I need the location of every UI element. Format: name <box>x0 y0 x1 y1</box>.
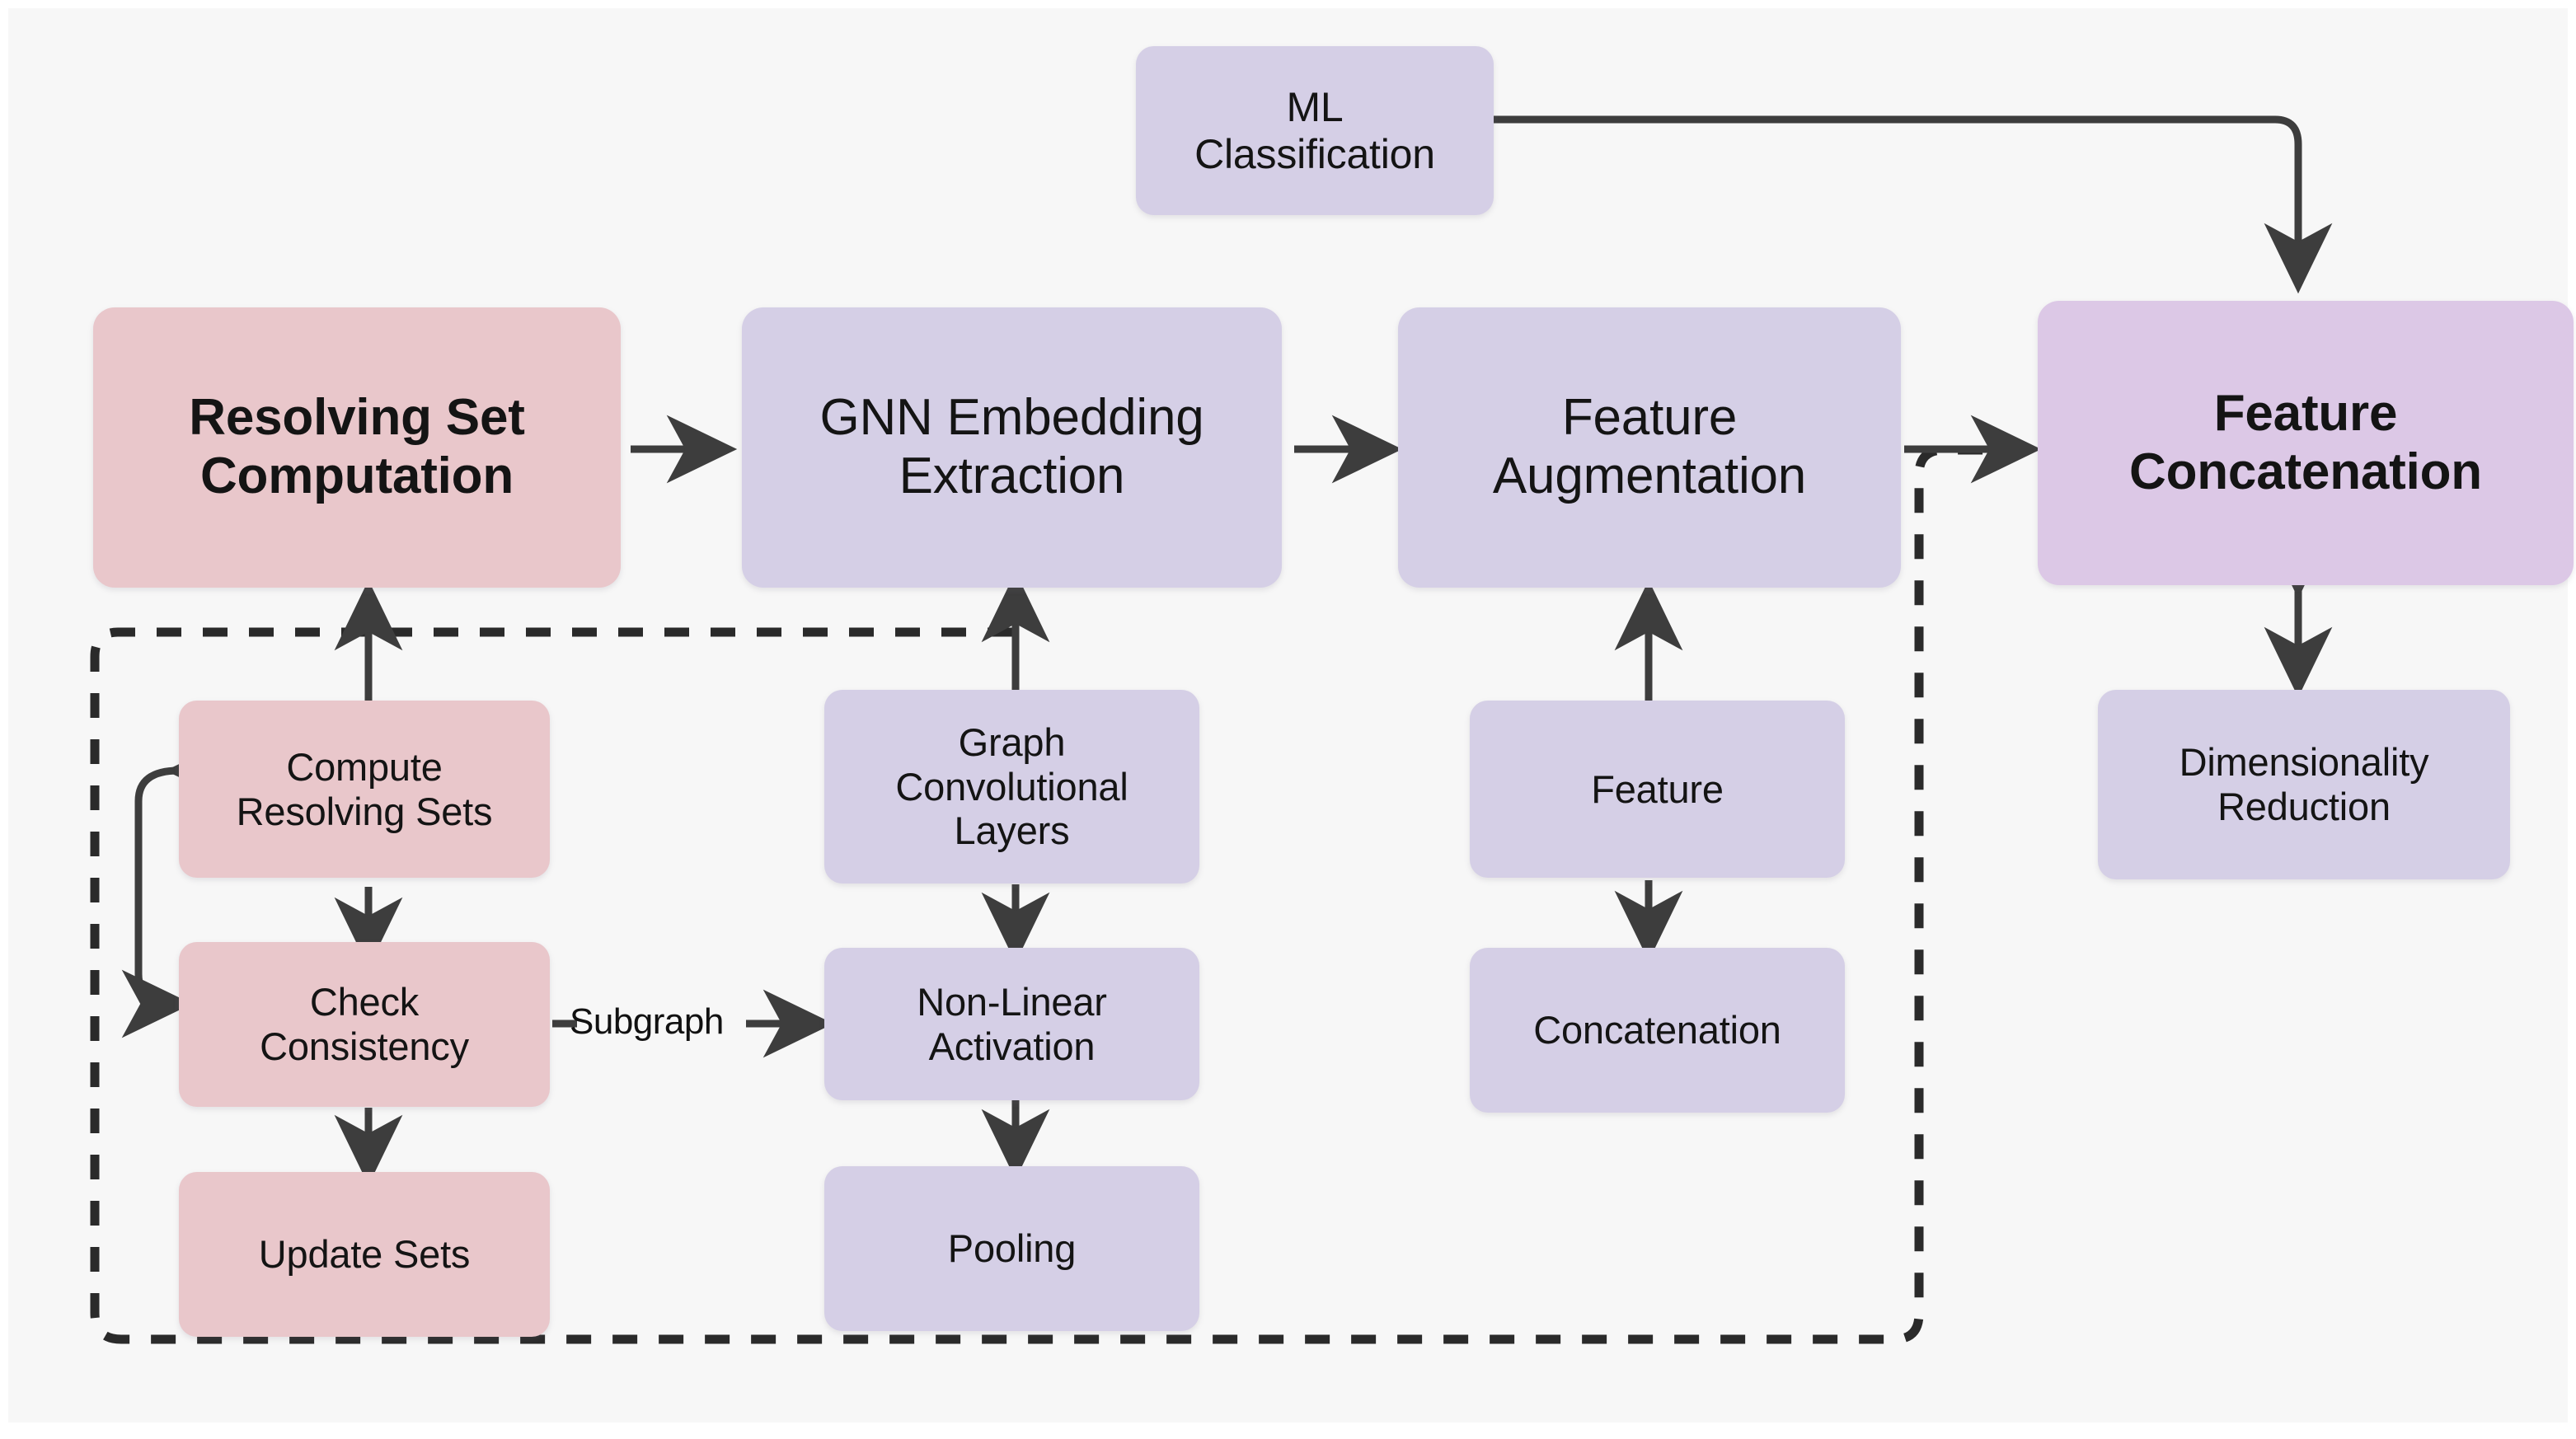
node-check-consistency[interactable]: Check Consistency <box>179 942 550 1107</box>
node-ml-classification[interactable]: ML Classification <box>1136 46 1494 215</box>
node-gnn-embedding-extraction[interactable]: GNN Embedding Extraction <box>742 307 1282 588</box>
edge-label-subgraph: Subgraph <box>570 1001 724 1042</box>
edge-check-compute-feedback <box>121 736 237 1038</box>
node-feature-augmentation[interactable]: Feature Augmentation <box>1398 307 1901 588</box>
node-update-sets[interactable]: Update Sets <box>179 1172 550 1337</box>
node-feature[interactable]: Feature <box>1470 701 1845 878</box>
node-compute-resolving-sets[interactable]: Compute Resolving Sets <box>179 701 550 878</box>
node-feature-concatenation[interactable]: Feature Concatenation <box>2038 301 2574 585</box>
node-graph-convolutional-layers[interactable]: Graph Convolutional Layers <box>824 690 1199 884</box>
node-non-linear-activation[interactable]: Non-Linear Activation <box>824 948 1199 1100</box>
node-dimensionality-reduction[interactable]: Dimensionality Reduction <box>2098 690 2510 879</box>
edge-ml-classification-to-concatenation <box>1492 115 2333 294</box>
node-concatenation[interactable]: Concatenation <box>1470 948 1845 1113</box>
node-pooling[interactable]: Pooling <box>824 1166 1199 1331</box>
node-resolving-set-computation[interactable]: Resolving Set Computation <box>93 307 621 588</box>
